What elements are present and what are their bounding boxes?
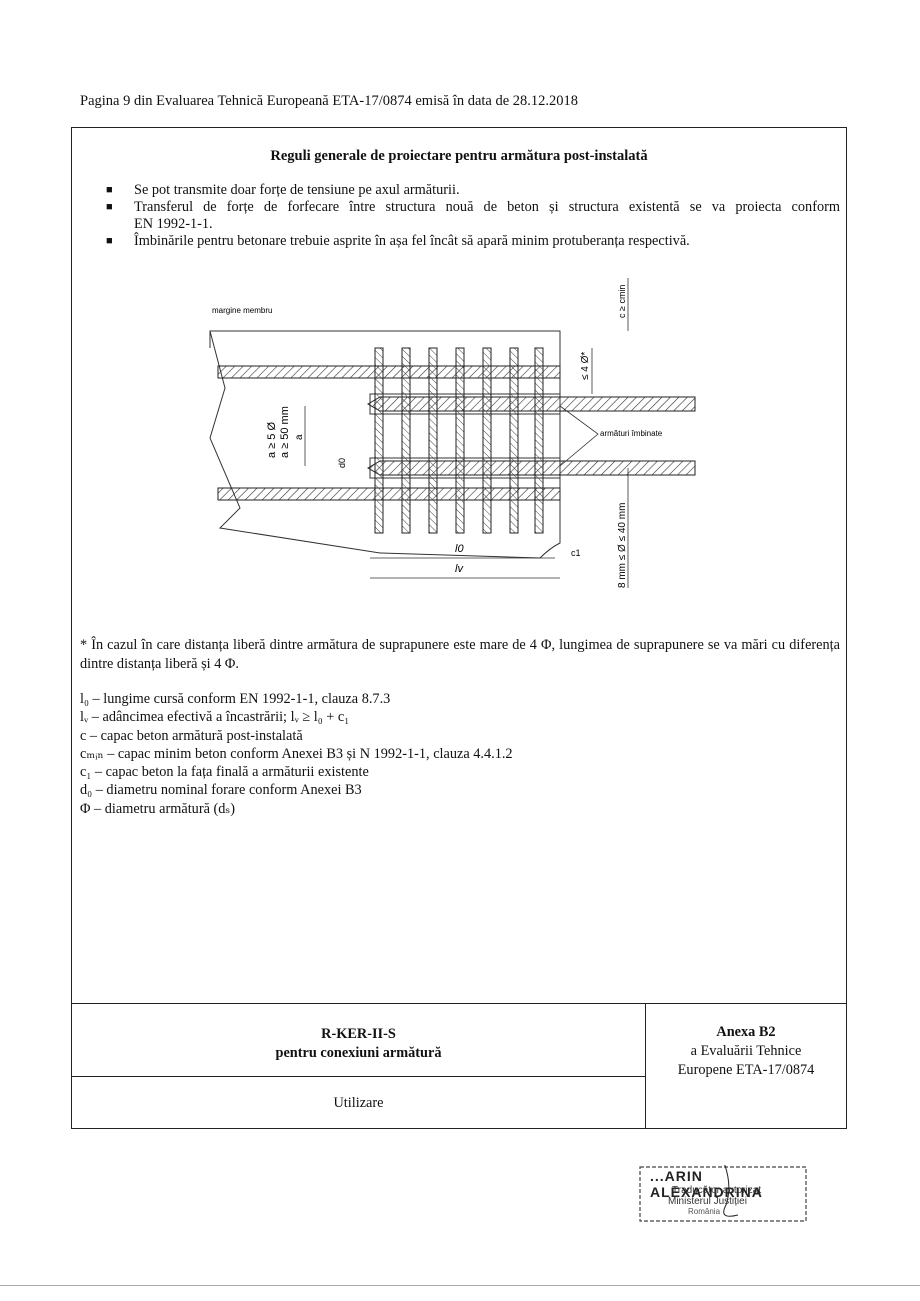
page-bottom-rule — [0, 1285, 920, 1286]
member-outline — [209, 330, 561, 559]
list-item-text: Transferul de forțe de forfecare între s… — [134, 199, 840, 233]
section-title: Reguli generale de proiectare pentru arm… — [270, 148, 648, 164]
list-item-text: Îmbinările pentru betonare trebuie aspri… — [134, 233, 690, 249]
footer-row-divider — [72, 1076, 645, 1077]
cover-label: c ≥ cmin — [617, 285, 627, 318]
spacing-a-label: a — [294, 434, 305, 440]
page-header: Pagina 9 din Evaluarea Tehnică Europeană… — [80, 93, 579, 109]
list-item: ■ Îmbinările pentru betonare trebuie asp… — [106, 233, 840, 250]
annex-line: a Evaluării Tehnice — [690, 1043, 802, 1059]
stamp-name: ...ARIN ALEXANDRINA — [650, 1168, 763, 1200]
list-item-line: EN 1992-1-1. — [134, 216, 213, 232]
existing-bar-bottom — [217, 487, 561, 501]
drill-diameter-label: d0 — [337, 458, 347, 468]
annex-frame: Reguli generale de proiectare pentru arm… — [71, 127, 847, 1129]
legend-item: Φ – diametru armătură (dₛ) — [80, 800, 235, 817]
legend-list: l₀ – lungime cursă conform EN 1992-1-1, … — [80, 690, 513, 818]
spliced-bars-label: armături îmbinate — [600, 429, 663, 438]
stamp-line: România — [688, 1207, 721, 1216]
legend-item: c₁ – capac beton la fața finală a armătu… — [80, 764, 369, 781]
footer-divider — [72, 1003, 846, 1004]
existing-bar-top — [217, 365, 561, 379]
legend-item: lᵥ – adâncimea efectivă a încastrării; l… — [80, 709, 350, 726]
usage-label: Utilizare — [333, 1095, 384, 1111]
legend-item: cₘᵢₙ – capac minim beton conform Anexei … — [80, 745, 513, 762]
post-installed-bar-top — [367, 396, 696, 412]
spliced-leader — [559, 405, 599, 467]
product-subtitle: pentru conexiuni armătură — [275, 1045, 442, 1061]
legend-item: d₀ – diametru nominal forare conform Ane… — [80, 782, 362, 799]
product-block: R-KER-II-S pentru conexiuni armătură — [72, 1025, 645, 1063]
end-cover-label: c1 — [571, 548, 581, 558]
bullet-icon: ■ — [106, 184, 113, 196]
stamp-line: Ministerul Justiției — [668, 1196, 747, 1207]
embedment-label: lv — [455, 563, 464, 575]
footer-column-divider — [645, 1003, 646, 1128]
diameter-label: 8 mm ≤ Ø ≤ 40 mm — [617, 503, 628, 588]
stamp-line: Traducător autorizat — [672, 1185, 762, 1196]
list-item-text: Se pot transmite doar forțe de tensiune … — [134, 182, 460, 198]
post-installed-bar-bottom — [367, 460, 696, 476]
stirrups — [374, 347, 544, 534]
product-name: R-KER-II-S — [321, 1026, 396, 1042]
annex-title: Anexa B2 — [716, 1024, 776, 1040]
splice-diagram: margine membru armături îmbinate c ≥ cmi… — [209, 278, 696, 588]
annex-block: Anexa B2 a Evaluării Tehnice Europene ET… — [646, 1023, 846, 1080]
list-item-line: Transferul de forțe de forfecare între s… — [134, 199, 840, 215]
rules-list: ■ Se pot transmite doar forțe de tensiun… — [106, 182, 840, 250]
spacing-label: ≤ 4 Ø* — [580, 352, 591, 380]
list-item: ■ Transferul de forțe de forfecare între… — [106, 199, 840, 233]
translator-stamp: ...ARIN ALEXANDRINA Traducător autorizat… — [638, 1165, 808, 1223]
bullet-icon: ■ — [106, 201, 113, 213]
footnote: * În cazul în care distanța liberă dintr… — [80, 637, 840, 672]
annex-line: Europene ETA-17/0874 — [677, 1062, 815, 1078]
legend-item: l₀ – lungime cursă conform EN 1992-1-1, … — [80, 691, 391, 707]
list-item: ■ Se pot transmite doar forțe de tensiun… — [106, 182, 840, 199]
lap-length-label: l0 — [455, 543, 464, 555]
stamp-border-icon — [639, 1165, 807, 1222]
spacing-50mm-label: a ≥ 50 mm — [279, 406, 291, 458]
spacing-5phi-label: a ≥ 5 Ø — [266, 422, 278, 458]
bullet-icon: ■ — [106, 235, 113, 247]
legend-item: c – capac beton armătură post-instalată — [80, 727, 303, 744]
member-edge-label: margine membru — [212, 306, 272, 315]
